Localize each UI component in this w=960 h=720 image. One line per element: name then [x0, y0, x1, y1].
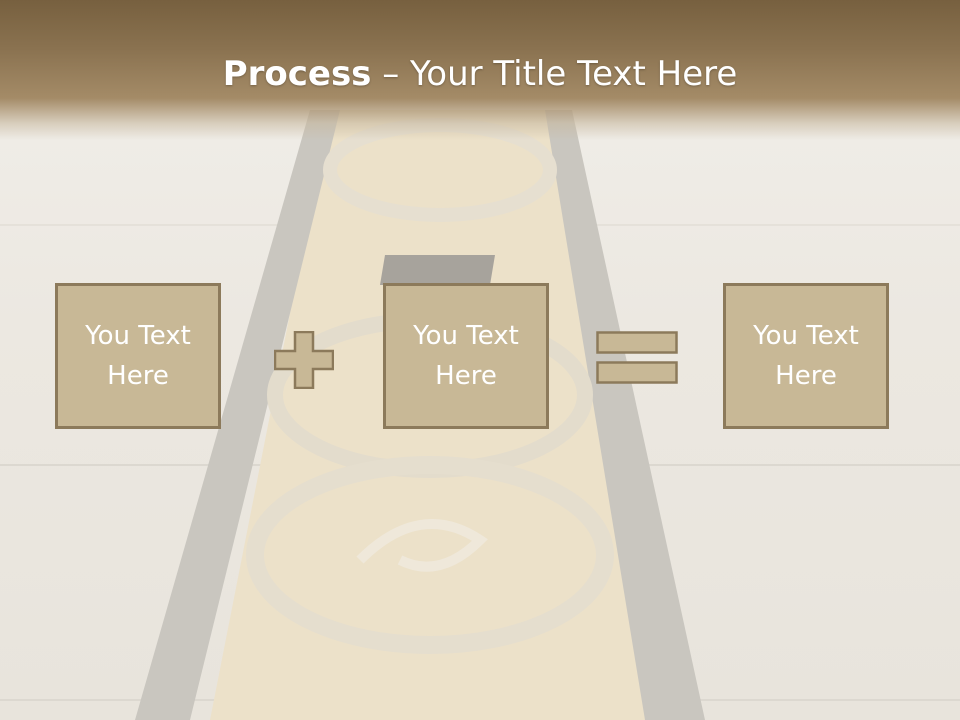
process-box-1-text: You Text Here — [85, 321, 191, 391]
title-bold: Process — [222, 54, 372, 94]
title-rest: – Your Title Text Here — [371, 54, 738, 94]
process-box-2-text: You Text Here — [413, 321, 519, 391]
title-bar — [0, 0, 960, 140]
process-box-3[interactable]: You Text Here — [723, 283, 889, 429]
plus-icon — [274, 331, 334, 389]
process-box-2[interactable]: You Text Here — [383, 283, 549, 429]
process-box-3-text: You Text Here — [753, 321, 859, 391]
slide-title: Process – Your Title Text Here — [0, 52, 960, 96]
equals-icon — [596, 331, 678, 384]
process-box-1[interactable]: You Text Here — [55, 283, 221, 429]
